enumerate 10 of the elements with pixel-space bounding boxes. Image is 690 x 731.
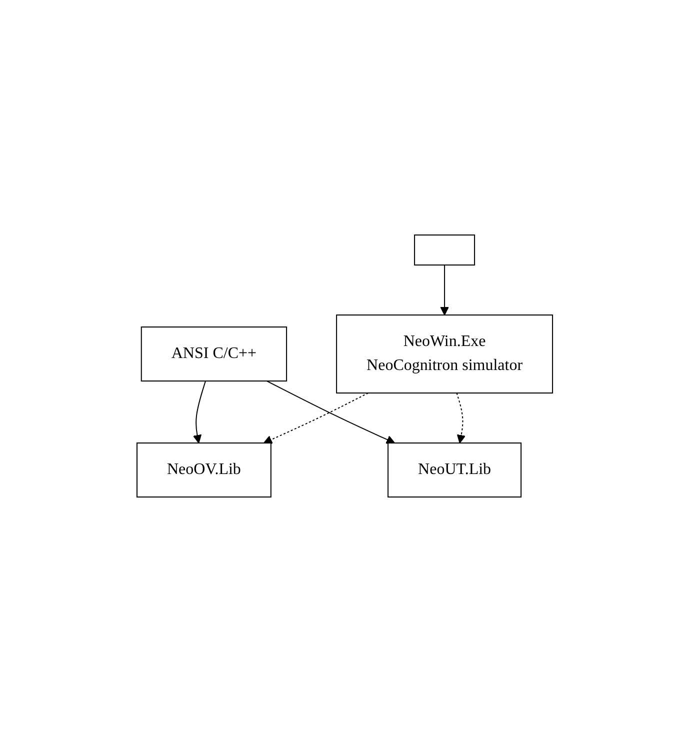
arrow — [264, 392, 369, 444]
arrow — [440, 264, 450, 315]
node-box: NeoUT.Lib — [388, 442, 522, 497]
arrow — [456, 392, 466, 443]
node-box: ANSI C/C++ — [141, 326, 288, 381]
node-box — [414, 234, 476, 265]
arrow — [266, 380, 396, 444]
node-box: NeoWin.Exe NeoCognitron simulator — [336, 314, 554, 393]
arrow — [193, 380, 206, 443]
node-box: NeoOV.Lib — [136, 442, 272, 497]
